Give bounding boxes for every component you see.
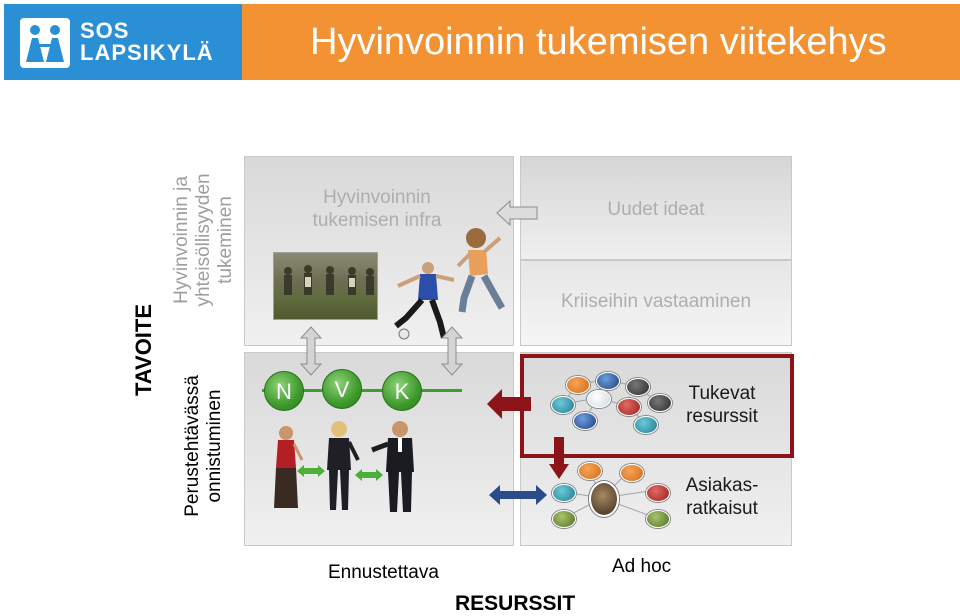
hyvinvoinnin-side-label: Hyvinvoinnin ja yhteisöllisyyden tukemin…	[171, 173, 237, 306]
perus-line1: Perustehtävässä	[182, 375, 203, 517]
tavoite-label: TAVOITE	[131, 303, 156, 397]
asiakasratkaisut-label: Asiakas- ratkaisut	[672, 474, 772, 520]
network-bubble	[551, 396, 575, 414]
asiakas-line1: Asiakas-	[685, 475, 759, 496]
hyvinvoinnin-line2: yhteisöllisyyden	[193, 173, 214, 307]
double-arrow-green-icon	[354, 468, 384, 482]
jumping-girl-figure	[454, 222, 506, 318]
network-bubble	[648, 394, 672, 412]
arrow-left-icon	[496, 199, 538, 227]
businessman-figure	[370, 420, 420, 516]
double-arrow-green-icon	[296, 464, 326, 478]
nvk-circle-v: V	[322, 369, 362, 409]
network-bubble	[587, 390, 611, 408]
double-arrow-vertical-icon	[299, 326, 323, 376]
logo-line1: SOS	[80, 18, 130, 43]
network-bubble	[646, 484, 670, 502]
network-bubble	[578, 462, 602, 480]
network-bubble	[620, 464, 644, 482]
soccer-player-figure	[392, 260, 456, 342]
group-photo	[273, 252, 378, 320]
network-bubble	[566, 376, 590, 394]
kriiseihin-label: Kriiseihin vastaaminen	[560, 291, 752, 312]
network-bubble	[573, 412, 597, 430]
network-bubble	[552, 484, 576, 502]
family-photo	[589, 481, 619, 517]
nvk-circle-n: N	[264, 371, 304, 411]
ennustettava-label: Ennustettava	[328, 562, 439, 583]
tukevat-line1: Tukevat	[688, 383, 756, 404]
title-bar: Hyvinvoinnin tukemisen viitekehys	[242, 4, 960, 80]
double-arrow-horizontal-icon	[488, 484, 548, 506]
logo-box: SOS LAPSIKYLÄ	[4, 4, 242, 80]
hyvinvoinnin-line3: tukeminen	[215, 196, 236, 284]
sos-children-icon	[20, 18, 70, 68]
perus-line2: onnistuminen	[204, 389, 225, 503]
ad-hoc-label: Ad hoc	[612, 556, 672, 577]
tukevat-line2: resurssit	[686, 406, 758, 427]
infra-line1: Hyvinvoinnin	[323, 187, 431, 208]
businesswoman-red-figure	[268, 424, 304, 514]
hyvinvoinnin-line1: Hyvinvoinnin ja	[171, 176, 192, 304]
logo-line2: LAPSIKYLÄ	[80, 40, 214, 65]
quadrant-kriisit	[520, 260, 792, 346]
double-arrow-vertical-icon	[440, 326, 464, 376]
tukevat-resurssit-label: Tukevat resurssit	[672, 382, 772, 428]
network-bubble	[626, 378, 650, 396]
network-bubble	[596, 372, 620, 390]
nvk-circle-k: K	[382, 371, 422, 411]
network-bubble	[646, 510, 670, 528]
infra-line2: tukemisen infra	[312, 210, 442, 231]
page-title: Hyvinvoinnin tukemisen viitekehys	[310, 21, 887, 63]
network-bubble	[634, 416, 658, 434]
network-bubble	[617, 398, 641, 416]
nvk-connector-line	[262, 389, 462, 392]
arrow-left-red-icon	[486, 388, 532, 420]
asiakas-line2: ratkaisut	[686, 498, 758, 519]
quadrant-uudet-ideat	[520, 156, 792, 260]
infra-label: Hyvinvoinnin tukemisen infra	[244, 186, 510, 232]
network-bubble	[552, 510, 576, 528]
resurssit-label: RESURSSIT	[455, 592, 576, 615]
logo-text: SOS LAPSIKYLÄ	[80, 20, 214, 64]
uudet-ideat-label: Uudet ideat	[607, 199, 705, 220]
arrow-down-red-icon	[548, 436, 570, 480]
perustehtava-side-label: Perustehtävässä onnistuminen	[182, 375, 226, 517]
businesswoman-dark-figure	[318, 420, 360, 514]
